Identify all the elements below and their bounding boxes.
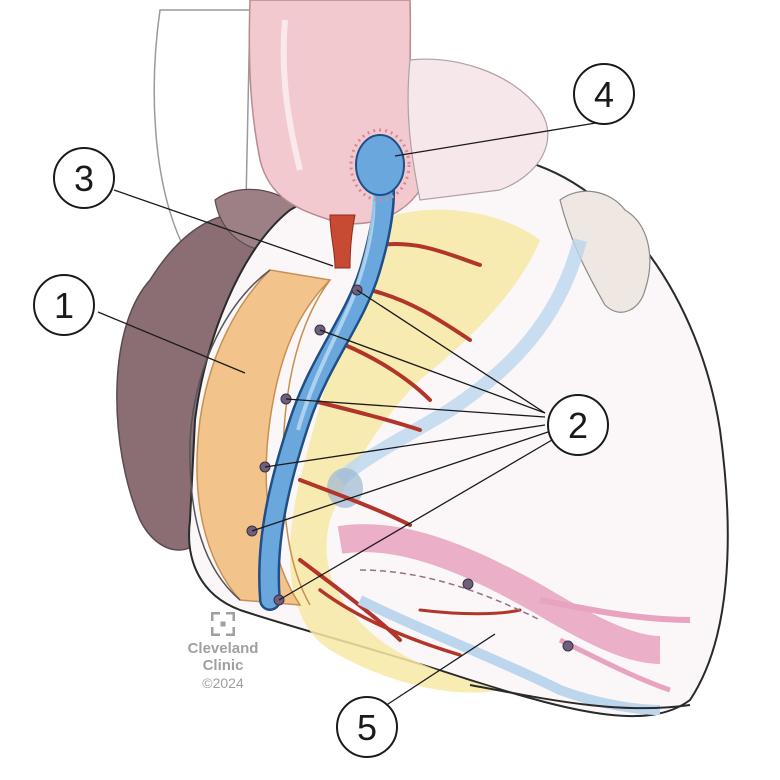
callout-label: 5 <box>357 707 377 748</box>
leader-lines <box>97 120 609 707</box>
suture-point <box>462 578 474 590</box>
vein-graft-highlight <box>296 179 376 431</box>
brand-line-1: Cleveland <box>187 640 259 657</box>
aortic-anastomosis <box>355 134 405 196</box>
cleveland-clinic-logo-icon <box>210 611 236 637</box>
pulmonary-trunk <box>407 58 549 201</box>
callout-4: 4 <box>573 63 635 125</box>
callout-label: 2 <box>568 405 588 446</box>
pink-coronary-vessel <box>337 524 661 664</box>
cleveland-clinic-watermark: Cleveland Clinic ©2024 <box>178 611 268 692</box>
vessel-crossing-node <box>327 468 363 508</box>
suture-point <box>562 640 574 652</box>
pink-vessel-dash <box>359 569 541 621</box>
right-atrial-appendage <box>559 190 651 313</box>
brand-line-2: Clinic <box>202 657 244 674</box>
apex-outline <box>469 684 691 710</box>
callout-5: 5 <box>336 696 398 758</box>
aortic-anastomosis-sutures <box>349 128 411 202</box>
aorta-highlight <box>280 19 303 171</box>
callout-label: 3 <box>74 158 94 199</box>
copyright-text: ©2024 <box>202 675 244 691</box>
faint-blue-vessel <box>335 238 587 486</box>
callout-2: 2 <box>547 394 609 456</box>
coronary-branches <box>298 242 522 657</box>
vein-graft <box>260 151 393 609</box>
aortic-stub-artery <box>329 214 356 269</box>
muscle-band-outer <box>189 269 271 601</box>
callout-1: 1 <box>33 274 95 336</box>
callout-3: 3 <box>53 147 115 209</box>
callout-label: 1 <box>54 285 74 326</box>
callout-label: 4 <box>594 74 614 115</box>
pink-vessel-branch <box>539 597 691 623</box>
